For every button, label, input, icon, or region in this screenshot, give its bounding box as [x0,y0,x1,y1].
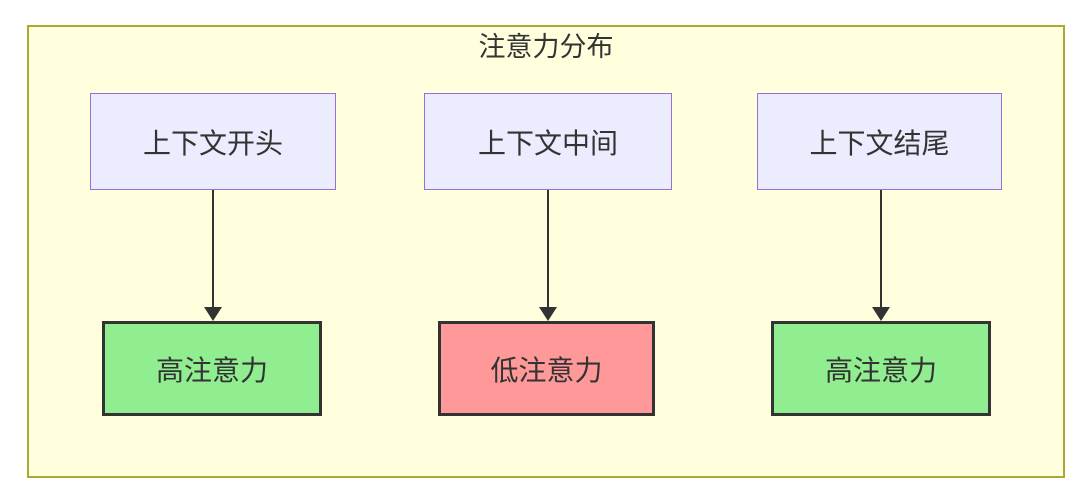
node-label: 高注意力 [824,354,937,386]
node-low-attention: 低注意力 [438,321,655,416]
arrow-down-3 [872,190,890,321]
node-label: 低注意力 [490,354,603,386]
node-context-beginning: 上下文开头 [90,93,336,190]
arrow-shaft [547,190,549,309]
node-label: 上下文中间 [477,127,618,159]
node-label: 高注意力 [155,354,268,386]
arrowhead-icon [539,307,557,321]
node-context-middle: 上下文中间 [424,93,672,190]
arrow-down-1 [204,190,222,321]
node-label: 上下文开头 [142,127,283,159]
arrow-shaft [212,190,214,309]
node-label: 上下文结尾 [809,127,950,159]
arrow-down-2 [539,190,557,321]
arrowhead-icon [872,307,890,321]
arrow-shaft [880,190,882,309]
arrowhead-icon [204,307,222,321]
node-high-attention-1: 高注意力 [102,321,322,416]
diagram-title: 注意力分布 [478,32,614,62]
node-high-attention-2: 高注意力 [771,321,991,416]
node-context-end: 上下文结尾 [757,93,1002,190]
